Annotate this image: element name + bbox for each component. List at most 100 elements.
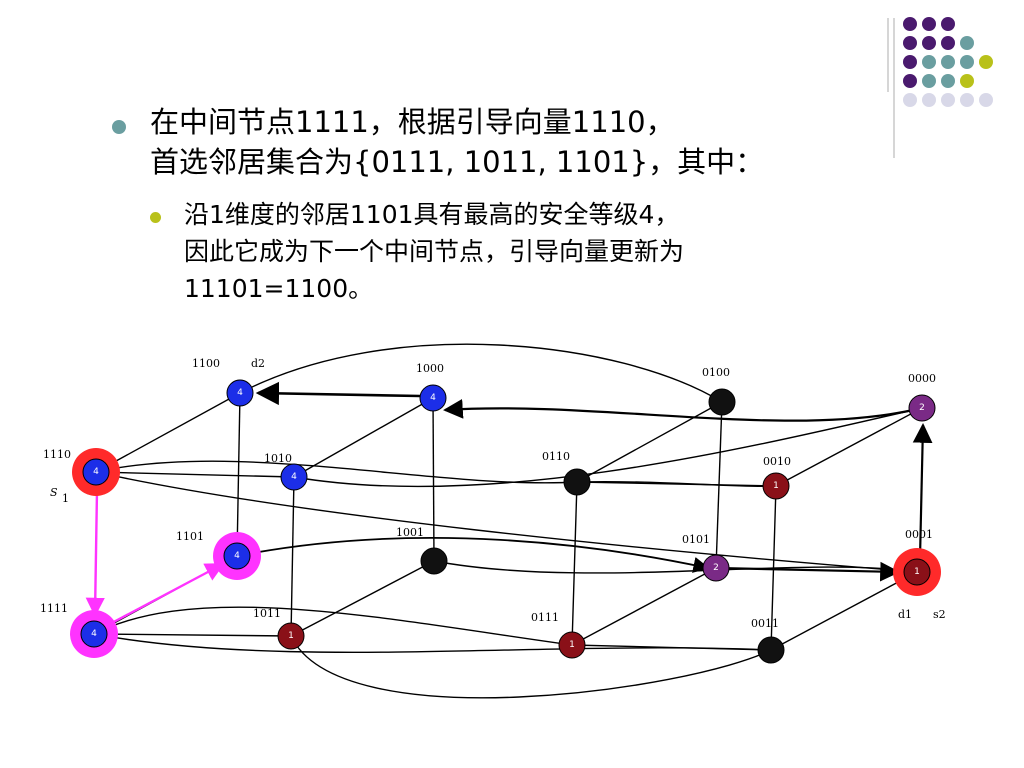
tag-s1: S (50, 486, 58, 499)
cube-edge (290, 476, 295, 637)
route-arrow (236, 536, 710, 573)
cube-edge-curve (95, 471, 918, 573)
node-level-1011: 1 (288, 631, 294, 641)
corner-dot (922, 55, 936, 69)
cube-edge (95, 471, 295, 478)
node-level-0111: 1 (569, 640, 575, 650)
corner-dot (903, 36, 917, 50)
cube-edge (432, 397, 435, 562)
cube-edge-curve (576, 480, 777, 488)
corner-dot (941, 36, 955, 50)
cube-edge-curve (93, 633, 772, 654)
node-1001 (420, 547, 448, 575)
node-0101 (702, 554, 730, 582)
path-arrow-magenta (85, 489, 105, 617)
node-level-0010: 1 (773, 481, 779, 491)
corner-dot (941, 74, 955, 88)
node-0111 (558, 631, 586, 659)
corner-dots-decoration (903, 17, 993, 107)
corner-dot (903, 55, 917, 69)
corner-dot (960, 36, 974, 50)
cube-edge (775, 407, 923, 487)
corner-dot (960, 55, 974, 69)
corner-dot (960, 74, 974, 88)
corner-dot (922, 93, 936, 107)
cube-edge-curve (293, 407, 923, 488)
bullet-1-line-2: 首选邻居集合为{0111, 1011, 1101}，其中： (150, 145, 765, 179)
node-level-0000: 2 (919, 403, 925, 413)
node-label-0111: 0111 (531, 611, 559, 624)
node-label-0010: 0010 (763, 455, 791, 468)
node-label-0101: 0101 (682, 533, 710, 546)
node-label-1011: 1011 (253, 607, 281, 620)
bullet-dot-teal (112, 120, 126, 134)
cube-edge-curve (93, 606, 573, 646)
tag-d2: d2 (251, 357, 265, 370)
route-arrow (443, 398, 923, 422)
cube-edge-curve (290, 635, 772, 699)
node-label-0011: 0011 (751, 617, 779, 630)
node-level-1100: 4 (237, 388, 243, 398)
node-level-1010: 4 (291, 472, 297, 482)
node-level-1111: 4 (91, 629, 97, 639)
corner-dot (941, 17, 955, 31)
node-level-1110: 4 (93, 467, 99, 477)
corner-dot (979, 93, 993, 107)
node-label-1110: 1110 (43, 448, 71, 461)
node-level-0001: 1 (914, 567, 920, 577)
node-1000 (419, 384, 447, 412)
node-label-0000: 0000 (908, 372, 936, 385)
path-arrow-magenta (107, 562, 225, 627)
node-level-1000: 4 (430, 393, 436, 403)
node-0000 (908, 394, 936, 422)
cube-edge (576, 401, 723, 483)
corner-dot (941, 93, 955, 107)
bullet-dot-olive (150, 212, 161, 223)
tag-s1-sub: 1 (62, 492, 69, 505)
cube-edge (95, 392, 241, 473)
corner-dot (922, 17, 936, 31)
corner-dot (903, 93, 917, 107)
node-label-1100: 1100 (192, 357, 220, 370)
node-label-0110: 0110 (542, 450, 570, 463)
bullet-level-2: 沿1维度的邻居1101具有最高的安全等级4， 因此它成为下一个中间节点，引导向量… (150, 196, 684, 307)
bullet-1-line-1: 在中间节点1111，根据引导向量1110， (150, 105, 675, 139)
node-label-1000: 1000 (416, 362, 444, 375)
route-arrow (912, 423, 933, 559)
node-label-0100: 0100 (702, 366, 730, 379)
node-0100 (708, 388, 736, 416)
cube-edge (93, 633, 292, 637)
corner-dot (903, 17, 917, 31)
node-label-1001: 1001 (396, 526, 424, 539)
corner-dot (922, 36, 936, 50)
cube-edge (290, 560, 435, 637)
node-level-0101: 2 (713, 563, 719, 573)
bullet-2-line-2: 因此它成为下一个中间节点，引导向量更新为 (184, 237, 685, 266)
bullet-level-2-text: 沿1维度的邻居1101具有最高的安全等级4， 因此它成为下一个中间节点，引导向量… (184, 196, 684, 307)
node-1100 (226, 379, 254, 407)
node-1011 (277, 622, 305, 650)
node-label-1111: 1111 (40, 602, 68, 615)
node-0011 (757, 636, 785, 664)
cube-edge (293, 397, 434, 478)
cube-edge (770, 571, 918, 651)
node-1110 (82, 458, 110, 486)
cube-edge-curve (433, 560, 918, 574)
node-0010 (762, 472, 790, 500)
cube-edge (236, 392, 241, 557)
node-label-1101: 1101 (176, 530, 204, 543)
route-arrow (715, 561, 900, 582)
node-label-0001: 0001 (905, 528, 933, 541)
corner-dot (922, 74, 936, 88)
bullet-level-1: 在中间节点1111，根据引导向量1110， 首选邻居集合为{0111, 1011… (112, 102, 764, 182)
node-1111 (80, 620, 108, 648)
bullet-2-line-3: 11101=1100。 (184, 274, 374, 303)
node-label-1010: 1010 (264, 452, 292, 465)
corner-dot (960, 93, 974, 107)
cube-edge-curve (95, 460, 578, 484)
cube-edge (571, 567, 717, 646)
corner-dot (979, 55, 993, 69)
node-1101 (223, 542, 251, 570)
corner-dot (903, 74, 917, 88)
